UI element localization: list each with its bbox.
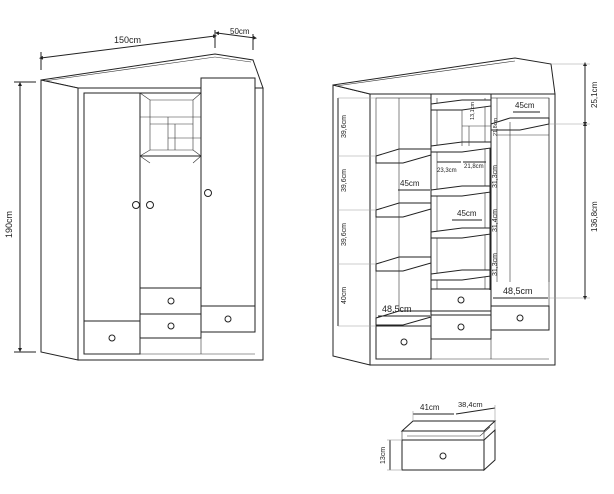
bottom-width-left: 48,5cm [382,304,412,314]
drawer-knob [439,452,447,460]
bottom-middle-drawer-knob [167,322,175,330]
shelf-depth-left: 45cm [400,179,420,188]
small-height: 13,1cm [470,102,476,120]
depth-label: 50cm [230,27,250,36]
closed-wardrobe: 150cm 50cm 190cm [4,27,264,361]
open-top-panel [332,57,556,95]
mid-height-1: 31,3cm [492,165,499,188]
middle-column [430,93,492,290]
compartment-width-b: 21,8cm [464,164,484,170]
middle-door [139,155,202,289]
mid-height-2: 31,4cm [492,209,499,232]
left-height-1: 39,6cm [341,115,348,138]
drawer-detail: 41cm 38,4cm 13cm [380,400,497,472]
mid-height-3: 31,3cm [492,253,499,276]
left-door-knob [132,201,140,209]
right-door-knob [204,189,212,197]
left-door [83,92,141,322]
shelf-depth-top: 45cm [515,101,535,110]
open-side-panel [332,84,371,366]
left-height-4: 40cm [341,287,348,304]
right-door [200,77,256,322]
shelf-depth-mid: 45cm [457,209,477,218]
bottom-left-drawer-knob [108,334,116,342]
closed-side-panel [40,79,79,361]
height-label: 190cm [4,211,14,238]
right-height: 136,8cm [590,201,599,232]
width-label: 150cm [114,35,141,45]
left-column-shelves [375,98,432,326]
middle-open-shelves [139,92,202,157]
compartment-width-a: 23,3cm [437,168,457,174]
bottom-right-drawer-knob [224,315,232,323]
drawer-width: 41cm [420,403,440,412]
drawer-top [400,420,497,432]
left-height-3: 39,6cm [341,223,348,246]
middle-drawer-knob [167,297,175,305]
small-height-2: 21,8cm [493,118,499,136]
left-height-2: 39,6cm [341,169,348,192]
bottom-width-right: 48,5cm [503,286,533,296]
top-right-height: 25,1cm [590,81,599,108]
open-wardrobe: 39,6cm 39,6cm 39,6cm 40cm 25,1cm 136,8cm… [332,57,599,366]
drawer-side [483,428,496,472]
drawer-height: 13cm [380,447,387,464]
open-drawers [375,288,550,360]
bottom-drawer-middle [139,313,202,339]
open-drawer-left [375,325,432,360]
middle-door-knob [146,201,154,209]
drawer-depth: 38,4cm [458,400,483,409]
